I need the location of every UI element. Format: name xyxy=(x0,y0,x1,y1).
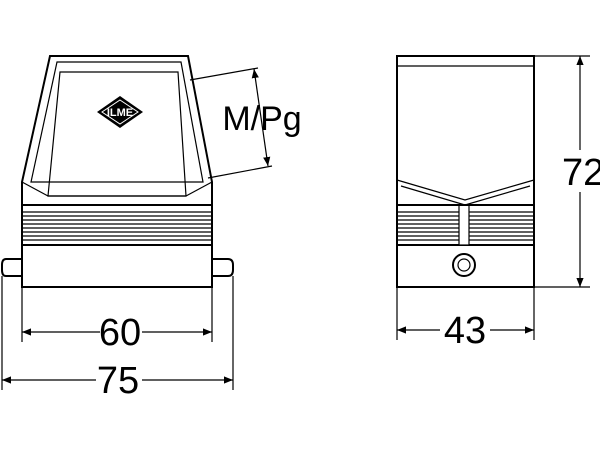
dim-60: 60 xyxy=(21,287,213,354)
front-base xyxy=(21,244,213,288)
mpg-callout: M/Pg xyxy=(189,67,302,179)
front-left-peg xyxy=(1,258,22,277)
dim-75-label: 75 xyxy=(97,360,139,402)
front-ribbed-band xyxy=(21,204,213,246)
side-view: 43 72 xyxy=(396,55,600,352)
dim-75: 75 xyxy=(1,276,234,402)
dim-72-label: 72 xyxy=(562,152,600,194)
front-hood-body xyxy=(21,55,213,206)
side-ribbed-band xyxy=(396,204,535,246)
locking-pin xyxy=(452,253,476,277)
dim-43: 43 xyxy=(396,287,535,352)
dim-72: 72 xyxy=(534,55,600,288)
side-hood-body xyxy=(396,55,535,206)
logo-text: ILME xyxy=(107,107,133,119)
front-right-peg xyxy=(212,258,234,277)
side-base xyxy=(396,244,535,288)
front-view: ILME M/Pg 60 75 xyxy=(1,55,302,402)
dim-43-label: 43 xyxy=(444,310,486,352)
ilme-logo: ILME xyxy=(97,96,143,128)
mpg-label: M/Pg xyxy=(222,100,301,138)
dim-60-label: 60 xyxy=(99,312,141,354)
